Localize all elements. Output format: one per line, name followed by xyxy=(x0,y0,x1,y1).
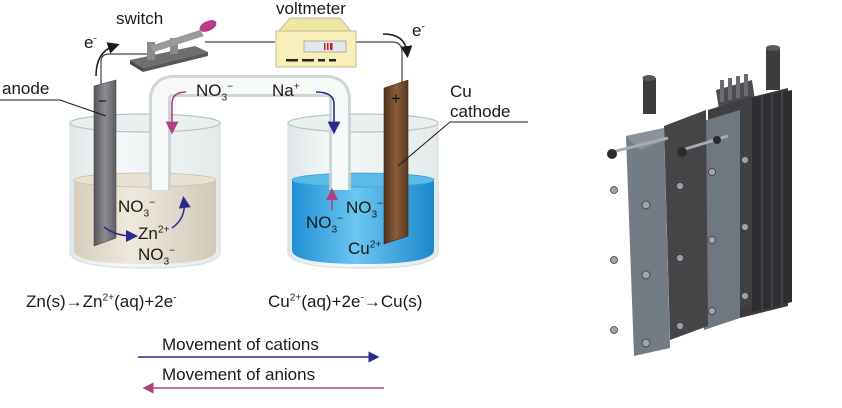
electron-arrow-right xyxy=(382,33,413,58)
anode-label: anode xyxy=(2,79,50,98)
voltmeter-label: voltmeter xyxy=(276,0,346,18)
electron-arrow-left xyxy=(95,42,120,77)
left-ion-zn: Zn2+ xyxy=(138,224,170,243)
plate-front xyxy=(626,128,670,356)
cations-legend-label: Movement of cations xyxy=(162,335,319,354)
plate-2 xyxy=(664,110,708,340)
right-ion-cu: Cu2+ xyxy=(348,239,382,258)
terminal-post-left xyxy=(643,78,656,114)
anode-equation: Zn(s)→Zn2+(aq)+2e- xyxy=(26,292,177,311)
right-ion-no3-lower: NO3− xyxy=(306,213,344,236)
anode-sign: − xyxy=(98,93,107,110)
cathode-equation: Cu2+(aq)+2e-→Cu(s) xyxy=(268,292,423,311)
left-ion-no3-top: NO3− xyxy=(118,197,156,220)
switch-icon xyxy=(130,20,217,72)
right-ion-no3-upper: NO3− xyxy=(346,198,384,221)
galvanic-cell-diagram xyxy=(0,17,528,394)
zn-ion-arrow-up xyxy=(171,196,191,229)
electron-label-right: e- xyxy=(412,21,425,40)
anion-arrow-bridge xyxy=(165,91,187,135)
anode-plate xyxy=(93,79,117,247)
electron-label-left: e- xyxy=(84,33,97,52)
bridge-anion-label: NO3− xyxy=(196,81,234,104)
plate-rear xyxy=(740,88,788,318)
cathode-label: cathode xyxy=(450,102,511,121)
wire-right xyxy=(355,41,403,82)
voltmeter-icon xyxy=(275,17,357,68)
terminal-post-right xyxy=(766,48,780,90)
bridge-cation-label: Na+ xyxy=(272,81,300,100)
cation-arrow-bridge xyxy=(315,91,341,135)
switch-label: switch xyxy=(116,9,164,28)
cu-label: Cu xyxy=(450,82,472,101)
plate-4 xyxy=(708,96,752,320)
wire-left xyxy=(100,53,150,84)
left-ion-no3-bottom: NO3− xyxy=(138,245,176,268)
cathode-sign: + xyxy=(391,89,401,108)
anions-legend-label: Movement of anions xyxy=(162,365,316,384)
zn-ion-arrow-out xyxy=(103,226,138,242)
cathode-plate xyxy=(383,79,409,245)
plate-3 xyxy=(700,110,740,330)
